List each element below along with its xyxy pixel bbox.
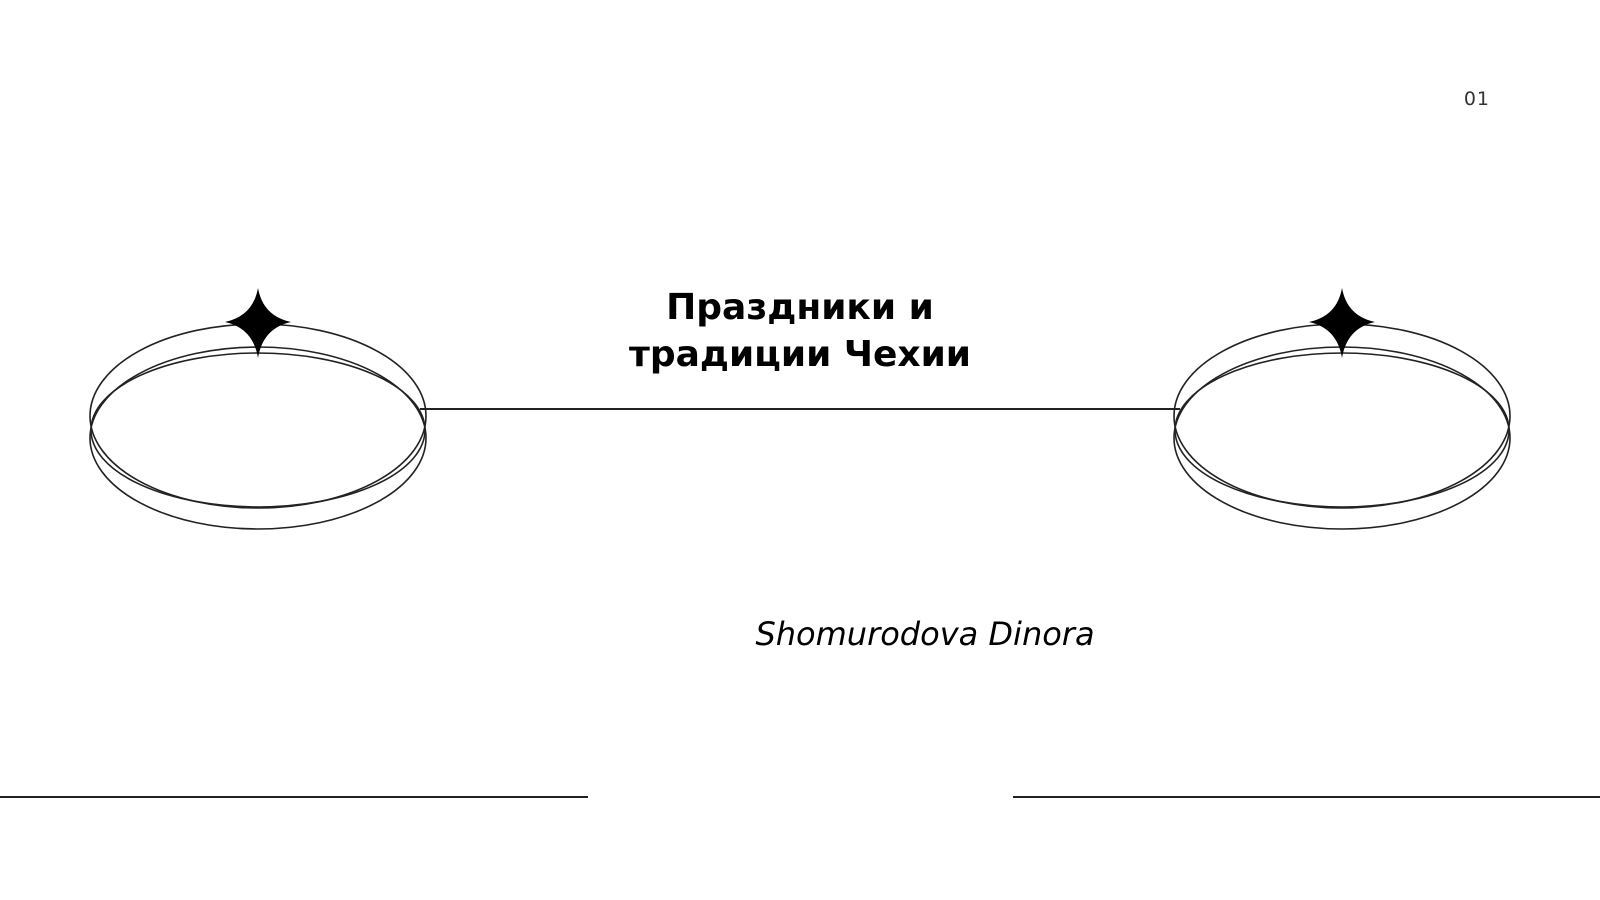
sparkle-star-icon xyxy=(1309,288,1375,358)
right-ring-outer-bottom xyxy=(1173,346,1511,530)
slide-title-line-1: Праздники и xyxy=(666,287,934,328)
sparkle-star-icon xyxy=(225,288,291,358)
ring-with-sparkle-icon xyxy=(89,288,427,530)
page-number: 01 xyxy=(1463,88,1490,110)
author-name: Shomurodova Dinora xyxy=(755,615,1095,653)
slide-title: Праздники и традиции Чехии xyxy=(500,284,1100,378)
ring-with-sparkle-icon xyxy=(1173,288,1511,530)
left-ring-outer-bottom xyxy=(89,346,427,530)
slide-title-line-2: традиции Чехии xyxy=(628,334,972,375)
left-ring-inner xyxy=(90,352,426,508)
right-ring-inner xyxy=(1174,352,1510,508)
